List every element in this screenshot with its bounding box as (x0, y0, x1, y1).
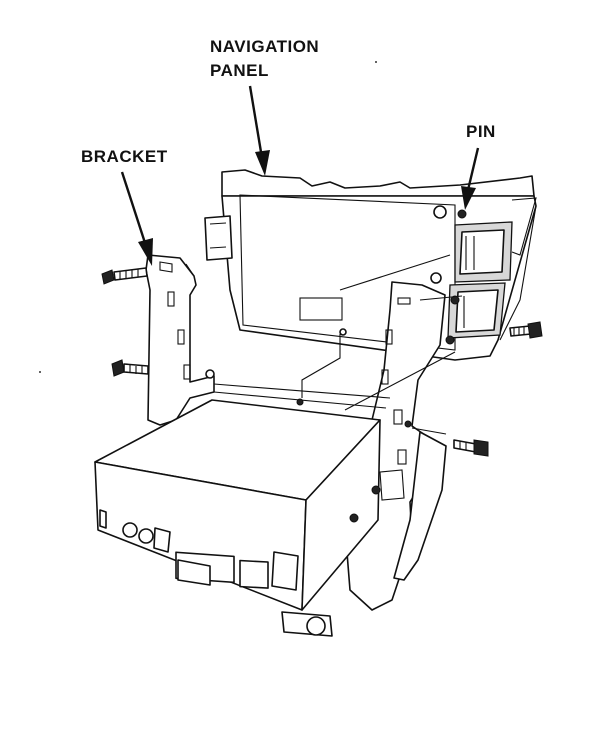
navigation-panel-label-line2: PANEL (210, 61, 269, 80)
bracket-label: BRACKET (81, 147, 168, 166)
navigation-panel-label-line1: NAVIGATION (210, 37, 320, 56)
screw-right-lower (453, 439, 489, 457)
audio-unit (94, 399, 381, 637)
pin-label: PIN (466, 122, 496, 141)
navigation-panel-arrow (248, 85, 270, 176)
bracket-bolts (296, 398, 412, 523)
pin-arrow (461, 147, 480, 210)
bracket-arrow (120, 171, 153, 266)
left-bracket (145, 254, 215, 426)
screw-right-upper (509, 321, 543, 339)
navigation-panel (204, 169, 537, 361)
screw-left-upper (101, 267, 148, 285)
screw-left-lower (111, 359, 215, 379)
